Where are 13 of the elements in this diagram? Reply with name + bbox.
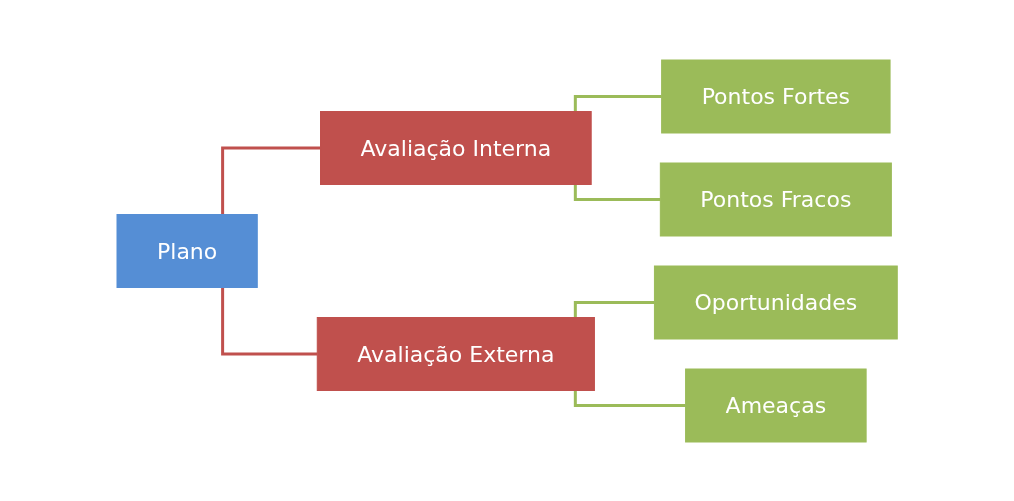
connector <box>573 390 686 407</box>
node-box: Oportunidades <box>653 265 898 339</box>
connector <box>221 287 318 355</box>
node-box: Ameaças <box>684 368 867 442</box>
node-box: Plano <box>116 213 258 288</box>
connector <box>573 184 661 201</box>
connector <box>573 300 655 317</box>
connector <box>573 94 662 111</box>
node-box: Pontos Fracos <box>659 162 892 236</box>
node-box: Pontos Fortes <box>661 59 891 133</box>
node-box: Avaliação Externa <box>316 316 595 391</box>
connector <box>221 146 321 214</box>
node-box: Avaliação Interna <box>319 110 592 185</box>
